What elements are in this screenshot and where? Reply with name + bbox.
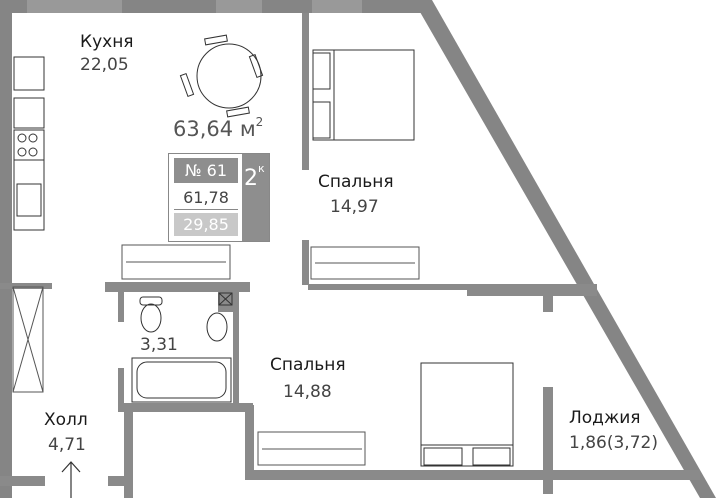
room-area-bedroom1: 14,97 <box>330 197 379 217</box>
bathroom-fixtures <box>131 292 233 403</box>
hall-closet <box>12 286 44 393</box>
room-area-bedroom2: 14,88 <box>283 382 332 402</box>
room-label-hall: Холл <box>44 410 88 430</box>
room-area-kitchen: 22,05 <box>80 55 129 75</box>
room-label-bedroom1: Спальня <box>318 172 394 192</box>
room-label-loggia: Лоджия <box>569 408 641 428</box>
area-without-balcony: 61,78 <box>174 187 238 210</box>
total-area: 63,64 м2 <box>173 115 264 141</box>
room-area-hall: 4,71 <box>48 435 86 455</box>
bed-bedroom1 <box>312 49 415 141</box>
living-area: 29,85 <box>174 213 238 236</box>
bed-bedroom2 <box>420 362 514 467</box>
room-label-kitchen: Кухня <box>80 32 134 52</box>
dining-table <box>179 34 264 118</box>
kitchen-counter <box>13 56 45 231</box>
apartment-number: № 61 <box>174 158 238 183</box>
room-area-loggia: 1,86(3,72) <box>569 433 658 453</box>
entrance-arrow-icon <box>61 461 81 498</box>
wardrobes <box>121 244 420 466</box>
room-area-bathroom: 3,31 <box>140 335 178 355</box>
room-label-bedroom2: Спальня <box>270 355 346 375</box>
